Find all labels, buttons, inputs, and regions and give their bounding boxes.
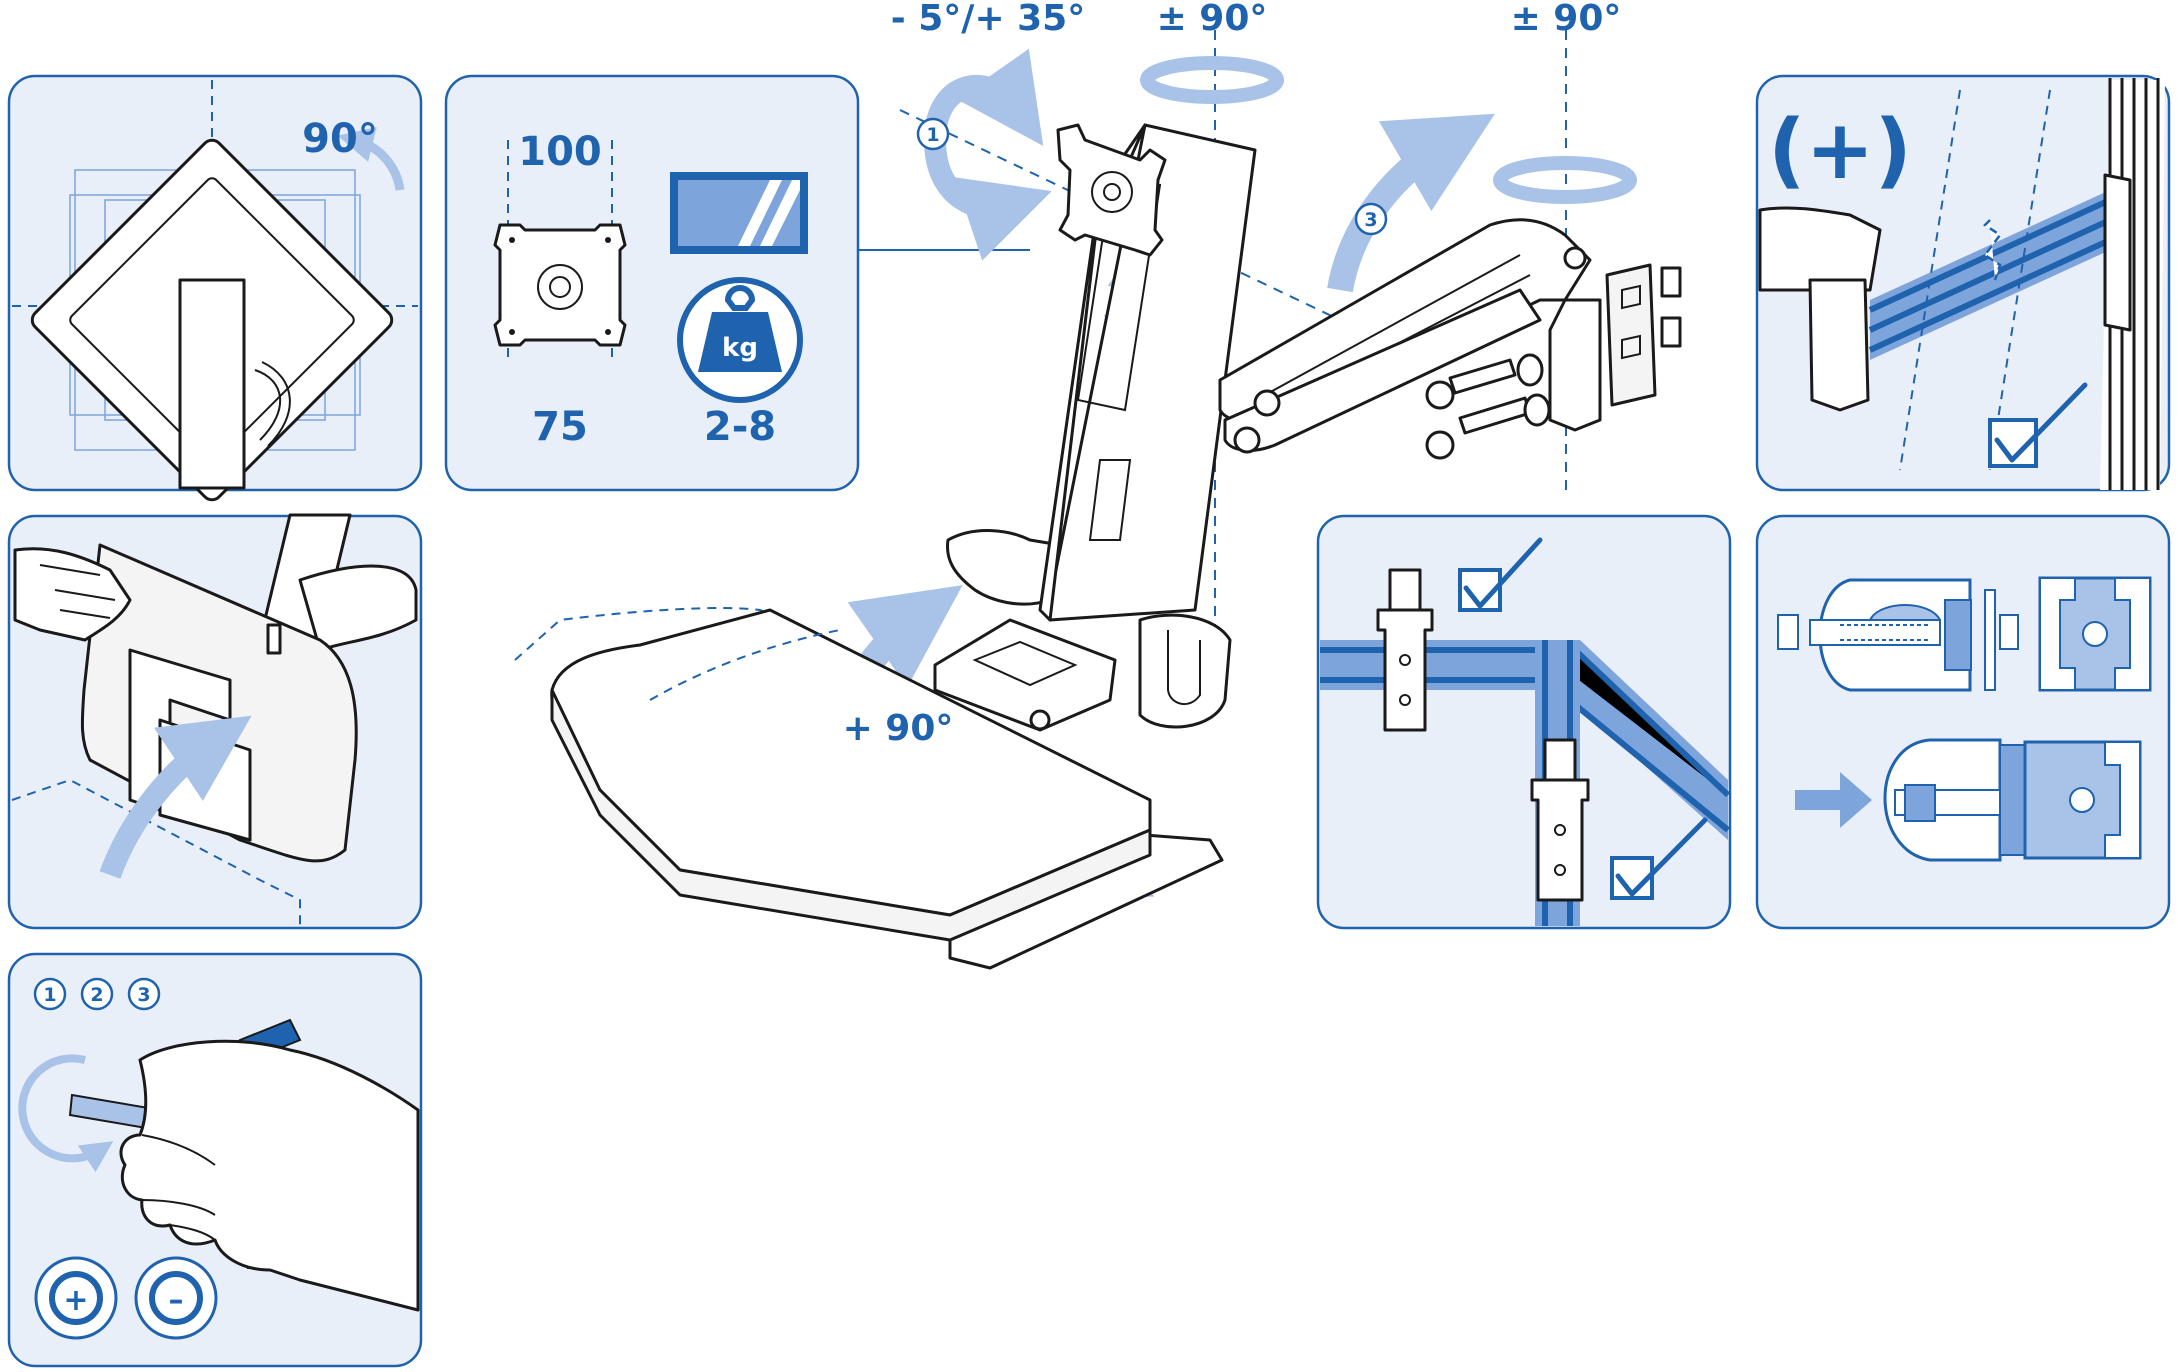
plus-sign-label: (+) [1768, 103, 1912, 198]
panel-rotation: 90° [7, 74, 423, 502]
panel-rail-extension: (+) [1755, 74, 2171, 492]
weight-icon: kg [677, 277, 803, 403]
check-icon [1988, 382, 2088, 468]
svg-text:3: 3 [137, 984, 150, 1006]
step-3-marker: 3 [1364, 209, 1377, 231]
panel-vesa-weight: 100 75 kg 2-8 [444, 74, 1030, 492]
panel-pole-clamps [1316, 514, 1732, 930]
svg-text:2: 2 [90, 984, 103, 1006]
panel-tslot [1755, 514, 2171, 930]
step-1-marker: 1 [926, 124, 939, 146]
panel-monitor-mount [7, 513, 423, 930]
vesa-100-label: 100 [518, 129, 602, 175]
arm-pan-label: ± 90° [1511, 0, 1622, 39]
svg-text:+: + [63, 1283, 88, 1318]
tension-plus-icon: + [34, 1256, 118, 1340]
workstation-product: - 5°/+ 35° ± 90° ± 90° 1 2 3 [514, 0, 1682, 970]
step-indicators: 1 2 3 [33, 977, 161, 1011]
rotate-label: 90° [302, 116, 378, 162]
panel-tension: 1 2 3 + – [7, 952, 423, 1368]
column-pan-label: ± 90° [1157, 0, 1268, 39]
weight-range-label: 2-8 [704, 404, 776, 450]
tilt-range-label: - 5°/+ 35° [891, 0, 1085, 39]
svg-text:–: – [169, 1283, 184, 1318]
svg-text:1: 1 [43, 984, 56, 1006]
keyboard-tilt-label: + 90° [843, 708, 954, 749]
vesa-75-label: 75 [532, 404, 588, 450]
weight-unit: kg [722, 333, 758, 363]
tension-minus-icon: – [134, 1256, 218, 1340]
